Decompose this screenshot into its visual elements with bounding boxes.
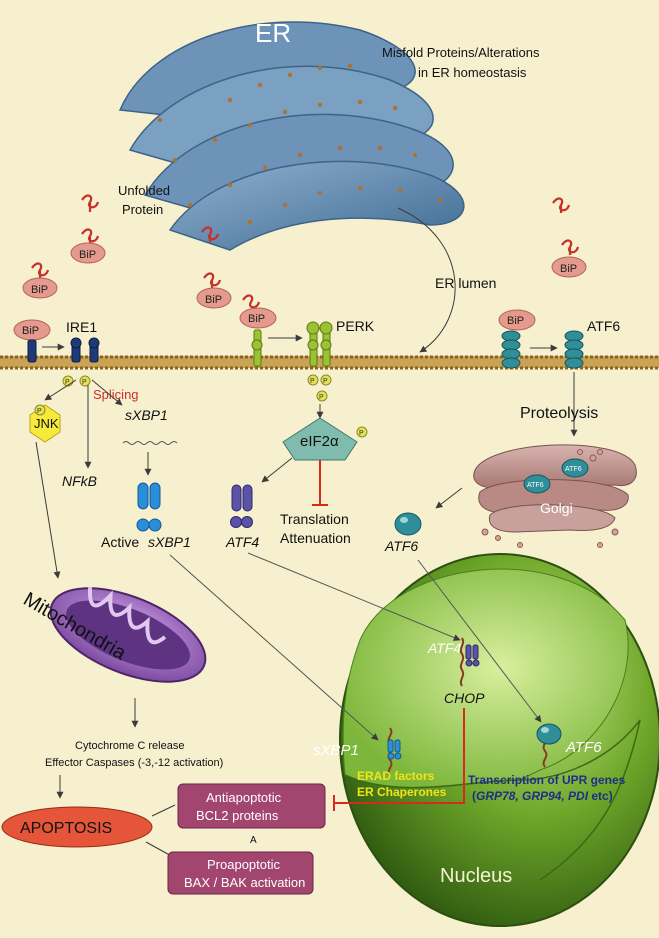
er-lumen-arrow xyxy=(397,207,456,353)
proteolysis-label: Proteolysis xyxy=(520,405,598,422)
svg-text:BiP: BiP xyxy=(205,294,222,306)
perk-group: BiP PERK P P xyxy=(239,307,375,386)
atf6-group: BiP ATF6 xyxy=(498,309,620,369)
svg-text:BiP: BiP xyxy=(507,315,524,327)
anti-line1: Antiapoptotic xyxy=(206,790,282,805)
proapoptotic-box: Proapoptotic BAX / BAK activation xyxy=(167,851,314,895)
upr-line2: (GRP78, GRP94, PDI etc) xyxy=(472,789,613,803)
golgi-label: Golgi xyxy=(540,500,573,516)
active-sxbp1-label: sXBP1 xyxy=(148,534,191,550)
pro-line2: BAX / BAK activation xyxy=(184,875,305,890)
bip-free: BiP BiP BiP BiP xyxy=(22,242,587,309)
svg-text:P: P xyxy=(82,379,87,386)
svg-text:BiP: BiP xyxy=(22,325,39,337)
ire1-label: IRE1 xyxy=(66,319,97,335)
atf4-label: ATF4 xyxy=(225,534,259,550)
marker-a: A xyxy=(250,835,257,846)
unfolded-line1: Unfolded xyxy=(118,183,170,198)
erad-line1: ERAD factors xyxy=(357,769,435,783)
misfold-line2: in ER homeostasis xyxy=(418,65,527,80)
golgi-organelle: ATF6 ATF6 Golgi xyxy=(473,444,637,548)
eif2a-node: eIF2α P xyxy=(282,417,368,461)
svg-text:ATF6: ATF6 xyxy=(527,482,544,489)
arrow-golgi-atf6 xyxy=(435,487,463,509)
svg-text:BiP: BiP xyxy=(79,249,96,261)
eif2a-phospho-transfer xyxy=(316,390,328,402)
translation-line2: Attenuation xyxy=(280,530,351,546)
ire1-group: BiP IRE1 P P Splicing xyxy=(13,319,139,402)
cleaved-atf6-label: ATF6 xyxy=(384,538,418,554)
active-prefix: Active xyxy=(101,534,139,550)
ribosome-dots xyxy=(157,63,443,225)
cyto-line1: Cytochrome C release xyxy=(75,740,184,752)
antiapoptotic-box: Antiapoptotic BCL2 proteins xyxy=(177,783,326,829)
sxbp1-mrna-label: sXBP1 xyxy=(125,407,168,423)
chop-dna-complex xyxy=(459,637,480,687)
anti-line2: BCL2 proteins xyxy=(196,808,279,823)
svg-text:P: P xyxy=(323,378,328,385)
eif2a-label: eIF2α xyxy=(300,433,339,450)
link-bcl2-apoptosis xyxy=(151,804,176,817)
arrow-ire1-sxbp1 xyxy=(91,379,123,406)
svg-text:P: P xyxy=(319,394,324,401)
svg-text:BiP: BiP xyxy=(31,284,48,296)
svg-text:P: P xyxy=(359,430,364,437)
sxbp1-dna-complex xyxy=(387,727,402,777)
sxbp1-mrna xyxy=(122,441,178,445)
nucleus-atf6-label: ATF6 xyxy=(565,739,602,756)
inhibit-chop-bcl2 xyxy=(333,708,465,811)
cleaved-atf6-protein xyxy=(394,512,422,536)
atf4-protein xyxy=(230,484,253,528)
perk-label: PERK xyxy=(336,318,375,334)
active-sxbp1-protein xyxy=(136,482,162,532)
apoptosis-node: APOPTOSIS xyxy=(1,806,153,848)
pro-line1: Proapoptotic xyxy=(207,857,280,872)
arrow-atf4-nucleus xyxy=(247,552,461,641)
translation-line1: Translation xyxy=(280,511,349,527)
atf6-dna-complex xyxy=(536,723,562,768)
arrow-eif2a-atf4 xyxy=(261,457,293,483)
chop-label: CHOP xyxy=(444,690,485,706)
er-label: ER xyxy=(255,18,291,48)
arrow-ire1-jnk xyxy=(44,379,77,401)
jnk-label: JNK xyxy=(34,416,59,431)
arrow-atf6-nucleus xyxy=(417,559,542,723)
svg-text:P: P xyxy=(310,378,315,385)
svg-text:BiP: BiP xyxy=(248,313,265,325)
er-lumen-label: ER lumen xyxy=(435,275,496,291)
jnk-node: JNK P xyxy=(29,404,61,443)
inhibit-translation xyxy=(312,460,328,506)
nfkb-label: NFkB xyxy=(62,473,97,489)
arrow-jnk-mito xyxy=(35,441,61,579)
svg-text:ATF6: ATF6 xyxy=(565,466,582,473)
erad-line2: ER Chaperones xyxy=(357,785,447,799)
mitochondria-organelle xyxy=(49,587,207,683)
nucleus-atf4-label: ATF4 xyxy=(427,640,461,656)
apoptosis-label: APOPTOSIS xyxy=(20,820,112,837)
cyto-line2: Effector Caspases (-3,-12 activation) xyxy=(45,757,223,769)
svg-text:P: P xyxy=(65,379,70,386)
atf6-label: ATF6 xyxy=(587,318,620,334)
nucleus-label: Nucleus xyxy=(440,865,512,887)
svg-text:BiP: BiP xyxy=(560,263,577,275)
misfold-line1: Misfold Proteins/Alterations xyxy=(382,45,540,60)
svg-text:P: P xyxy=(37,408,42,415)
arrow-sxbp1-nucleus xyxy=(169,554,379,741)
er-organelle: ER xyxy=(118,18,465,251)
unfolded-line2: Protein xyxy=(122,202,163,217)
nucleus-sxbp1-label: sXBP1 xyxy=(313,742,359,759)
upr-line1: Transcription of UPR genes xyxy=(468,773,626,787)
